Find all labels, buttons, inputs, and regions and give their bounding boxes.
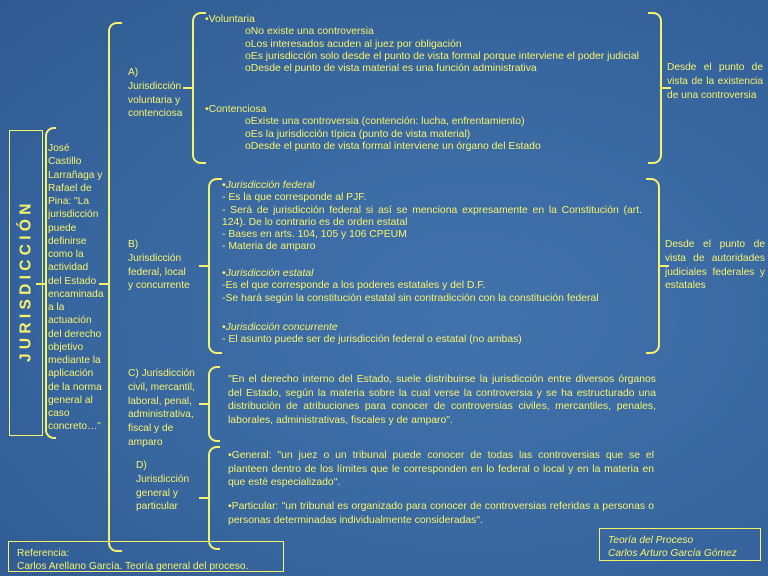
right-note-b: Desde el punto de vista de autoridades j… bbox=[665, 239, 768, 292]
brace-content-a bbox=[192, 12, 206, 164]
brace-content-a-nub bbox=[183, 87, 193, 89]
content-b-item-0-3: - Materia de amparo bbox=[222, 241, 316, 253]
content-b-item-1-1: -Se hará según la constitución estatal s… bbox=[222, 292, 599, 304]
brace-right-a bbox=[648, 12, 662, 164]
content-b-item-1-0: -Es el que corresponde a los poderes est… bbox=[222, 280, 486, 292]
brace-content-d-nub bbox=[199, 497, 209, 499]
content-a-item-1-1: oEs la jurisdicción típica (punto de vis… bbox=[245, 128, 471, 140]
brace-right-b bbox=[646, 178, 660, 354]
content-a-item-1-2: oDesde el punto de vista formal intervie… bbox=[245, 140, 541, 152]
branch-label-a: A) Jurisdicción voluntaria y contenciosa bbox=[128, 67, 185, 120]
content-b-group-2: •Jurisdicción concurrente - El asunto pu… bbox=[222, 322, 647, 347]
content-a-group-1: •Contenciosa oExiste una controversia (c… bbox=[205, 104, 645, 153]
brace-content-c bbox=[208, 366, 220, 442]
content-a-heading-1: •Contenciosa bbox=[205, 104, 267, 115]
branch-label-b: B) Jurisdicción federal, local y concurr… bbox=[128, 239, 190, 292]
author-footer-line2: Carlos Arturo García Gómez bbox=[608, 548, 737, 560]
reference-footer-line2: Carlos Arellano García. Teoría general d… bbox=[17, 561, 249, 573]
content-a-item-0-2: oEs jurisdicción solo desde el punto de … bbox=[245, 50, 639, 62]
content-b-heading-1: •Jurisdicción estatal bbox=[222, 268, 314, 279]
content-a-heading-0: •Voluntaria bbox=[205, 14, 255, 25]
reference-footer: Referencia: Carlos Arellano García. Teor… bbox=[8, 541, 284, 572]
content-a-item-0-1: oLos interesados acuden al juez por obli… bbox=[245, 38, 462, 50]
content-b-group-1: •Jurisdicción estatal -Es el que corresp… bbox=[222, 268, 647, 305]
content-b-heading-2: •Jurisdicción concurrente bbox=[222, 322, 338, 333]
content-a-item-1-0: oExiste una controversia (contención: lu… bbox=[245, 116, 525, 128]
content-a-item-0-0: oNo existe una controversia bbox=[245, 26, 374, 38]
content-b-item-0-2: - Bases en arts. 104, 105 y 106 CPEUM bbox=[222, 229, 407, 241]
brace-content-b-nub bbox=[199, 265, 209, 267]
content-b-heading-0: •Jurisdicción federal bbox=[222, 180, 315, 191]
brace-main-nub bbox=[99, 283, 109, 285]
brace-right-b-nub bbox=[659, 265, 669, 267]
content-b-item-0-1: - Será de jurisdicción federal si así se… bbox=[222, 204, 645, 228]
brace-content-b bbox=[208, 178, 222, 354]
content-b-group-0: •Jurisdicción federal - Es la que corres… bbox=[222, 180, 647, 254]
brace-main-branches bbox=[108, 22, 122, 552]
content-a-group-0: •Voluntaria oNo existe una controversia … bbox=[205, 14, 645, 75]
brace-title-to-quote bbox=[45, 127, 56, 439]
content-d-item-0: •General: "un juez o un tribunal puede c… bbox=[228, 450, 657, 489]
content-b-item-0-0: - Es la que corresponde al PJF. bbox=[222, 192, 367, 204]
brace-right-a-nub bbox=[661, 87, 671, 89]
content-d-item-1: •Particular: "un tribunal es organizado … bbox=[228, 501, 657, 526]
brace-content-d bbox=[208, 446, 220, 550]
author-footer-line1: Teoría del Proceso bbox=[608, 535, 694, 546]
content-c-text: "En el derecho interno del Estado, suele… bbox=[228, 374, 659, 426]
content-b-item-2-0: - El asunto puede ser de jurisdicción fe… bbox=[222, 334, 522, 346]
branch-label-d: D) Jurisdicción general y particular bbox=[136, 460, 193, 513]
content-a-item-0-3: oDesde el punto de vista material es una… bbox=[245, 63, 537, 75]
author-footer: Teoría del Proceso Carlos Arturo García … bbox=[599, 528, 761, 561]
brace-title-nub bbox=[36, 283, 46, 285]
definition-quote: José Castillo Larrañaga y Rafael de Pina… bbox=[48, 143, 107, 433]
right-note-a: Desde el punto de vista de la existencia… bbox=[667, 62, 766, 101]
reference-footer-line1: Referencia: bbox=[17, 548, 70, 559]
brace-content-c-nub bbox=[199, 403, 209, 405]
branch-label-c: C) Jurisdicción civil, mercantil, labora… bbox=[128, 368, 198, 448]
